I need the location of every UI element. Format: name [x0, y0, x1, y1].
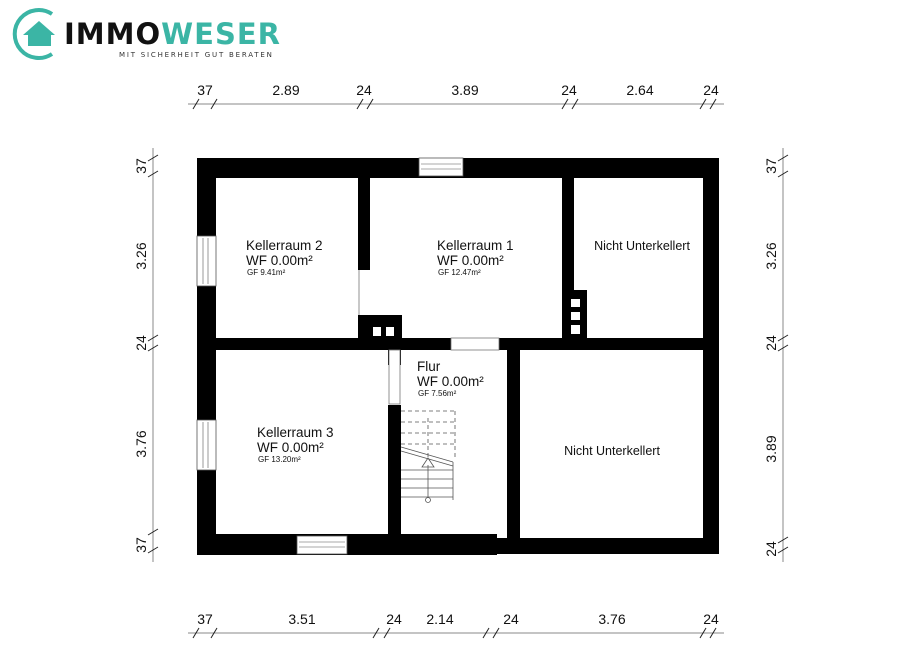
dim-top-6: 24	[703, 82, 719, 98]
room-gf: GF 12.47m²	[438, 268, 481, 277]
dim-right-2: 24	[763, 335, 779, 351]
room-name: Kellerraum 2	[246, 238, 323, 253]
logo-wordmark: IMMOWESER	[64, 18, 281, 50]
dim-left-2: 24	[133, 335, 149, 351]
room-name: Kellerraum 1	[437, 238, 514, 253]
room-kellerraum-2: Kellerraum 2 WF 0.00m² GF 9.41m²	[246, 238, 323, 277]
dim-bottom-0: 37	[197, 611, 213, 627]
dim-top-5: 2.64	[626, 82, 653, 98]
room-wf: WF 0.00m²	[437, 253, 504, 268]
company-logo: IMMOWESER MIT SICHERHEIT GUT BERATEN	[6, 4, 280, 64]
dim-bottom-2: 24	[386, 611, 402, 627]
dim-bottom-3: 2.14	[426, 611, 453, 627]
room-wf: WF 0.00m²	[417, 374, 484, 389]
room-gf: GF 7.56m²	[418, 389, 457, 398]
chimney-flues	[373, 299, 580, 336]
dimension-lines	[152, 103, 784, 634]
house-icon	[12, 8, 55, 60]
dim-top-4: 24	[561, 82, 577, 98]
window-top	[418, 157, 464, 177]
window-left-upper	[196, 235, 217, 287]
room-name: Flur	[417, 359, 441, 374]
walls	[197, 158, 719, 555]
dim-bottom-5: 3.76	[598, 611, 625, 627]
dim-right-1: 3.26	[763, 242, 779, 269]
dim-bottom-6: 24	[703, 611, 719, 627]
room-nicht-unterkellert-top: Nicht Unterkellert	[594, 239, 690, 253]
room-gf: GF 9.41m²	[247, 268, 286, 277]
window-left-lower	[196, 419, 217, 471]
room-wf: WF 0.00m²	[257, 440, 324, 455]
dim-top-1: 2.89	[272, 82, 299, 98]
room-name: Nicht Unterkellert	[564, 444, 660, 458]
dim-left-1: 3.26	[133, 242, 149, 269]
dim-left-3: 3.76	[133, 430, 149, 457]
door-openings	[358, 270, 500, 405]
room-kellerraum-1: Kellerraum 1 WF 0.00m² GF 12.47m²	[437, 238, 514, 277]
room-name: Nicht Unterkellert	[594, 239, 690, 253]
dim-right-3: 3.89	[763, 435, 779, 462]
logo-text-dark: IMMO	[64, 17, 162, 51]
dim-top-2: 24	[356, 82, 372, 98]
dim-right-0: 37	[763, 158, 779, 174]
dimension-ticks	[147, 98, 789, 639]
dim-top-3: 3.89	[451, 82, 478, 98]
dim-right-4: 24	[763, 541, 779, 557]
dim-bottom-1: 3.51	[288, 611, 315, 627]
dim-top-0: 37	[197, 82, 213, 98]
room-flur: Flur WF 0.00m² GF 7.56m²	[417, 359, 484, 398]
room-name: Kellerraum 3	[257, 425, 334, 440]
window-bottom	[296, 535, 348, 555]
logo-tagline: MIT SICHERHEIT GUT BERATEN	[119, 51, 274, 59]
staircase	[400, 410, 456, 503]
dim-bottom-4: 24	[503, 611, 519, 627]
logo-text-teal: WESER	[161, 17, 281, 51]
room-nicht-unterkellert-bottom: Nicht Unterkellert	[564, 444, 660, 458]
dim-left-4: 37	[133, 537, 149, 553]
room-gf: GF 13.20m²	[258, 455, 301, 464]
room-wf: WF 0.00m²	[246, 253, 313, 268]
windows	[196, 157, 464, 555]
dim-left-0: 37	[133, 158, 149, 174]
room-kellerraum-3: Kellerraum 3 WF 0.00m² GF 13.20m²	[257, 425, 334, 464]
